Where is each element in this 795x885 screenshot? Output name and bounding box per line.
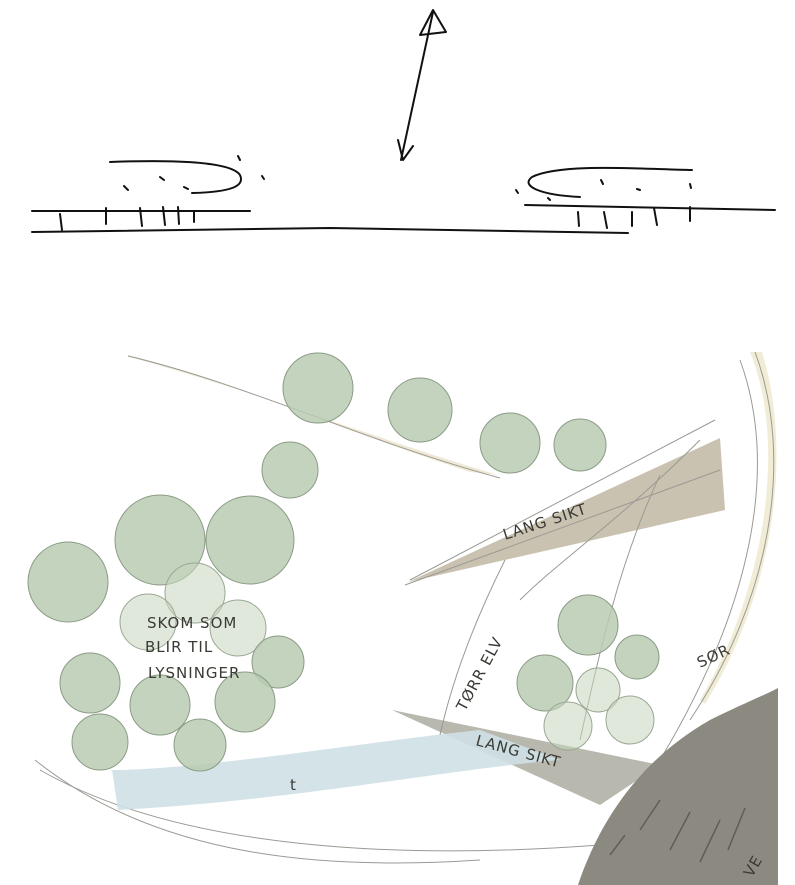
water-mark: t bbox=[290, 776, 297, 794]
tree-row-top bbox=[283, 353, 606, 473]
south-label: SØR bbox=[694, 641, 733, 672]
view-arrow-icon bbox=[398, 10, 446, 160]
left-tree-canopy bbox=[60, 156, 264, 230]
forest-note-line-3: LYSNINGER bbox=[148, 664, 240, 682]
right-tree-canopy bbox=[516, 168, 692, 228]
forest-cluster bbox=[28, 442, 318, 771]
forest-note-line-1: SKOM SOM bbox=[147, 614, 237, 632]
river-tree-cluster bbox=[517, 595, 659, 750]
forest-note-line-2: BLIR TIL bbox=[145, 638, 213, 656]
dry-river-label: TØRR ELV bbox=[452, 634, 506, 715]
section-drawing bbox=[32, 10, 775, 233]
plan-drawing: SKOM SOM BLIR TIL LYSNINGER LANG SIKT TØ… bbox=[28, 352, 778, 885]
terrain-line bbox=[32, 205, 775, 233]
